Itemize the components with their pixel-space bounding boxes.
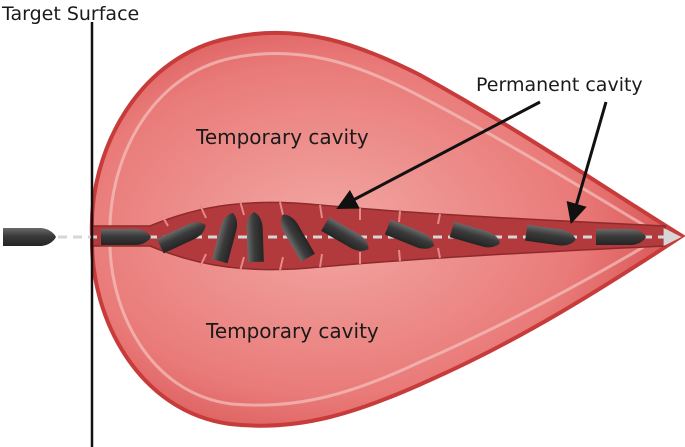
permanent-cavity-arrow-2 <box>566 101 608 225</box>
permanent-cavity-label: Permanent cavity <box>476 74 643 96</box>
temporary-cavity-upper-label: Temporary cavity <box>195 125 369 149</box>
bullet-10 <box>596 229 646 245</box>
bullet-2 <box>156 222 206 254</box>
bullet-5 <box>281 214 315 262</box>
bullet-4 <box>246 212 264 263</box>
permanent-cavity-arrow-1 <box>336 100 541 209</box>
bullet-incoming <box>3 228 56 246</box>
bullet-7 <box>384 219 435 249</box>
temporary-cavity-lower-label: Temporary cavity <box>205 319 379 343</box>
bullet-9 <box>525 224 576 246</box>
bullet-8 <box>449 221 500 248</box>
bullet-3 <box>212 212 238 264</box>
bullet-1 <box>101 229 151 245</box>
bullet-6 <box>321 217 369 251</box>
target-surface-label: Target Surface <box>1 3 139 25</box>
